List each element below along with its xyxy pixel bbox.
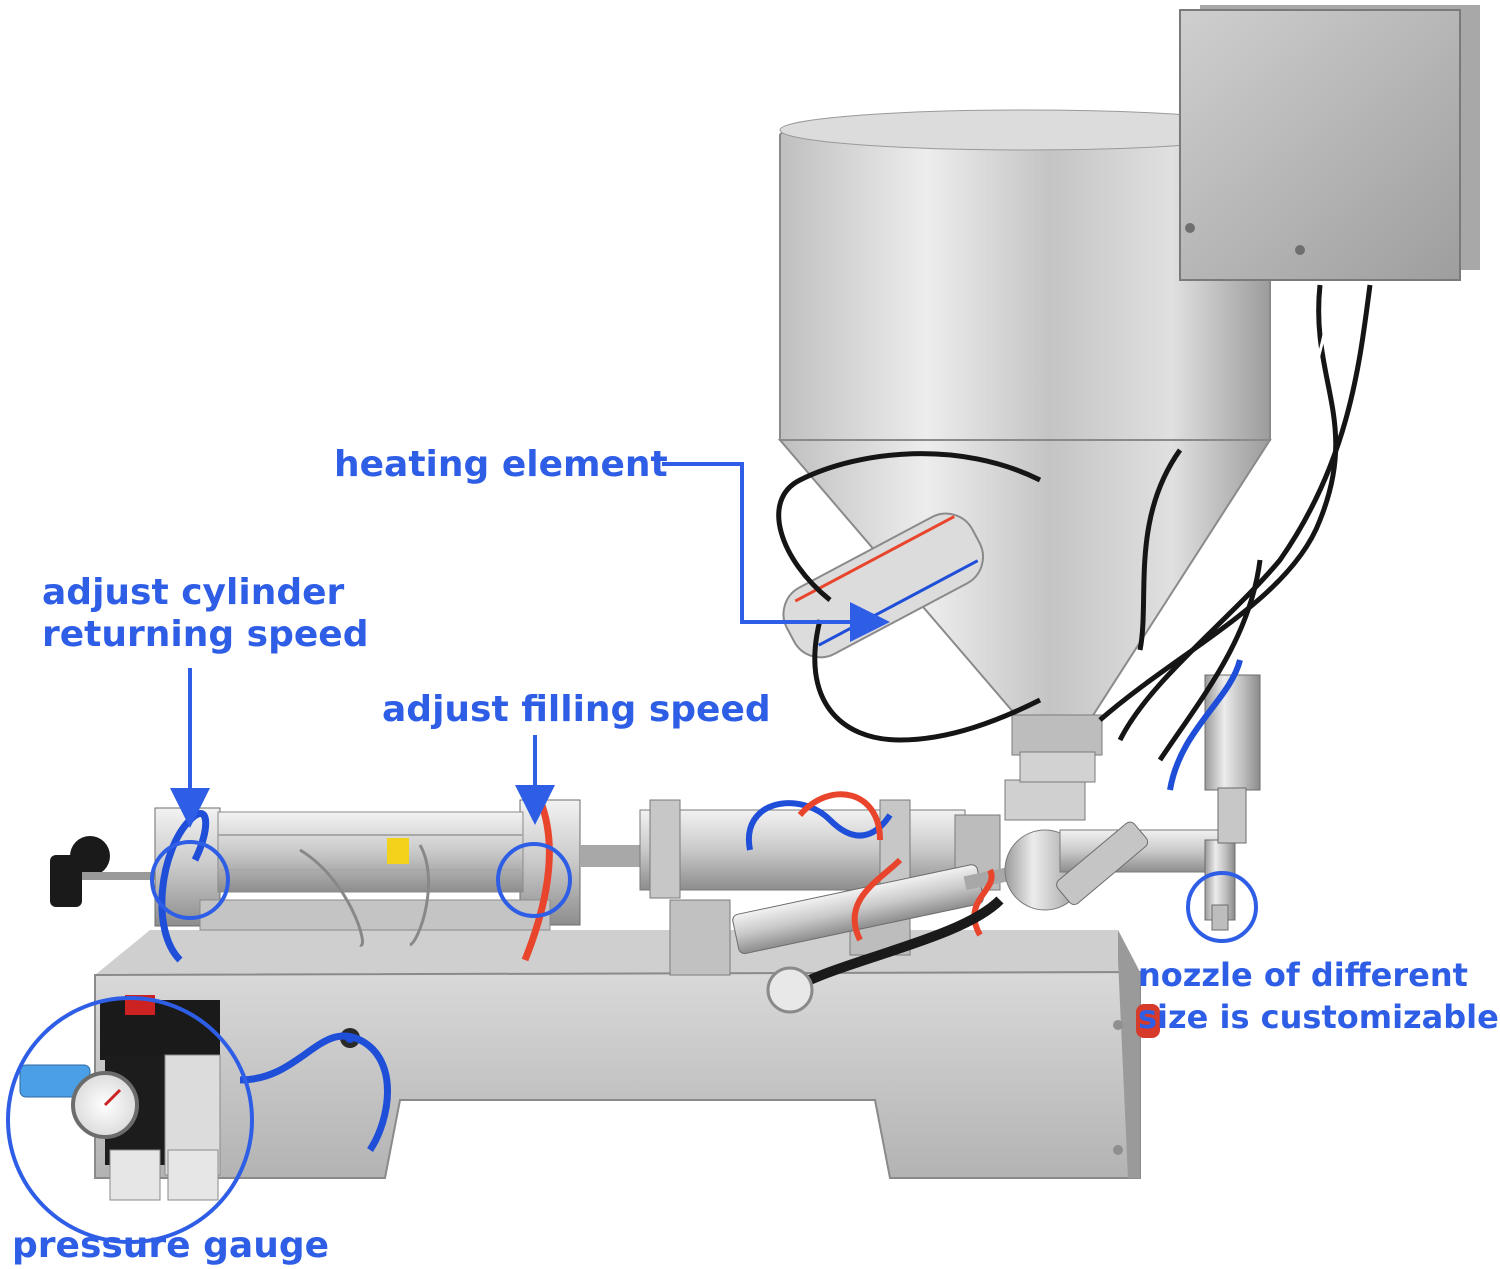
nozzle-circle-highlight-icon: [1186, 871, 1258, 943]
callout-arrows: [170, 462, 890, 828]
wires: [776, 284, 1373, 762]
heating-element-arrow-icon: [662, 462, 890, 642]
pressure-gauge-circle-highlight-icon: [6, 996, 254, 1244]
filling-speed-circle-highlight-icon: [496, 842, 572, 918]
pump-body: [580, 659, 1261, 1014]
hopper: [777, 109, 1272, 783]
cylinder-speed-circle-highlight-icon: [150, 840, 230, 920]
pressure-gauge-text: pressure gauge: [12, 1225, 330, 1266]
heating-element-label: heating element: [334, 444, 668, 486]
adjust-cylinder-line2: returning speed: [42, 614, 369, 655]
filter-regulator: [19, 995, 391, 1201]
nozzle-line1: nozzle of different: [1138, 956, 1468, 994]
heating-element-text: heating element: [334, 444, 668, 485]
nozzle-label: nozzle of different size is customizable: [1138, 954, 1499, 1038]
highlight-circles: [6, 840, 1258, 1244]
control-box: [1179, 5, 1480, 281]
adjust-cylinder-label: adjust cylinder returning speed: [42, 572, 368, 656]
adjust-filling-speed-text: adjust filling speed: [382, 689, 771, 730]
nozzle-line2: size is customizable: [1138, 998, 1499, 1036]
adjust-filling-speed-label: adjust filling speed: [382, 689, 771, 731]
machine-base: [94, 930, 1160, 1179]
pressure-gauge-label: pressure gauge: [12, 1225, 329, 1267]
adjust-cylinder-line1: adjust cylinder: [42, 572, 345, 613]
